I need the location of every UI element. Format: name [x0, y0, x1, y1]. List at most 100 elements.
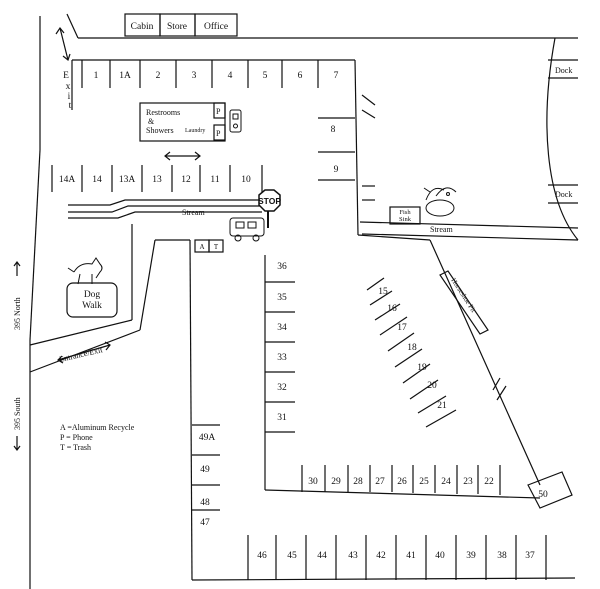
site-6: 6 [298, 71, 303, 81]
site-39: 39 [466, 551, 476, 561]
site-14: 14 [92, 175, 102, 185]
site-21: 21 [437, 401, 447, 411]
stream-left [68, 199, 262, 219]
site-20: 20 [427, 381, 437, 391]
stop-label: STOP [258, 196, 281, 206]
stop-sign-icon: STOP [258, 189, 281, 228]
bottom-row-sites [247, 535, 547, 580]
site-5: 5 [263, 71, 268, 81]
site-25: 25 [419, 477, 429, 487]
dog-walk-label-2: Walk [82, 301, 102, 311]
rv-camper-icon [229, 217, 265, 242]
site-32: 32 [277, 383, 287, 393]
laundry-label: Laundry [185, 128, 205, 134]
road-south-label: 395 South [13, 397, 22, 430]
legend-aluminum: A =Aluminum Recycle [60, 423, 135, 432]
site-42: 42 [376, 551, 386, 561]
site-33: 33 [277, 353, 287, 363]
site-45: 45 [287, 551, 297, 561]
diagonal-sites [366, 277, 457, 428]
site-43: 43 [348, 551, 358, 561]
top-row-sites [81, 60, 319, 88]
site-14a: 14A [59, 175, 76, 185]
dog-icon [67, 257, 103, 285]
site-9: 9 [334, 165, 339, 175]
site-49: 49 [200, 465, 210, 475]
dog-walk-label-1: Dog [84, 290, 101, 300]
bottom-inner-row-sites [301, 465, 501, 495]
site-38: 38 [497, 551, 507, 561]
fish-sink: Fish Sink [389, 206, 421, 225]
entrance-exit-label: Entrance/Exit [58, 345, 104, 364]
site-35: 35 [277, 293, 287, 303]
site-1a: 1A [119, 71, 131, 81]
site-12: 12 [181, 175, 191, 185]
site-2: 2 [156, 71, 161, 81]
site-48: 48 [200, 498, 210, 508]
site-37: 37 [525, 551, 535, 561]
site-36: 36 [277, 262, 287, 272]
right-upper-sites [318, 94, 376, 201]
phone-p-1: P [216, 107, 221, 116]
site-49a: 49A [199, 433, 216, 443]
site-3: 3 [192, 71, 197, 81]
legend: A =Aluminum Recycle P = Phone T = Trash [60, 423, 135, 452]
site-41: 41 [406, 551, 416, 561]
exit-letter-x: x [66, 82, 71, 92]
site-19: 19 [417, 363, 427, 373]
restroom-building: Restrooms & Showers Laundry P P [139, 102, 226, 142]
fish-sink-label-1: Fish [399, 209, 411, 216]
site-50-box [527, 471, 573, 509]
site-50: 50 [538, 490, 548, 500]
cabin-label: Cabin [131, 22, 154, 32]
north-arrow-icon [13, 261, 21, 276]
site-44: 44 [317, 551, 327, 561]
dock-upper-label: Dock [555, 66, 572, 75]
t-box-label: T [214, 243, 219, 251]
site-46: 46 [257, 551, 267, 561]
road-north-label: 395 North [13, 297, 22, 330]
office-label: Office [204, 21, 228, 32]
road-outlines [29, 13, 579, 589]
south-arrow-icon [13, 436, 21, 451]
fish-basket-icon [423, 187, 457, 217]
site-4: 4 [228, 71, 233, 81]
site-30: 30 [308, 477, 318, 487]
entrance-exit-arrow-icon [57, 341, 111, 364]
site-28: 28 [353, 477, 363, 487]
site-13a: 13A [119, 175, 136, 185]
exit-letter-e: E [63, 71, 69, 81]
buildings: Cabin Store Office [124, 13, 238, 37]
site-17: 17 [397, 323, 407, 333]
fish-sink-label-2: Sink [399, 216, 412, 223]
restrooms-line3: Showers [146, 126, 174, 135]
site-16: 16 [387, 304, 397, 314]
site-22: 22 [484, 477, 494, 487]
mid-row-sites [51, 165, 263, 192]
legend-trash: T = Trash [60, 443, 91, 452]
site-15: 15 [378, 287, 388, 297]
dog-walk-area: Dog Walk [66, 282, 118, 318]
west-column-sites [192, 424, 220, 511]
left-column-sites [265, 281, 295, 433]
site-26: 26 [397, 477, 407, 487]
double-arrow-icon [164, 151, 201, 161]
site-7: 7 [334, 71, 339, 81]
site-31: 31 [277, 413, 287, 423]
site-34: 34 [277, 323, 287, 333]
store-label: Store [167, 22, 187, 32]
phone-icon [229, 109, 242, 133]
site-10: 10 [241, 175, 251, 185]
site-1: 1 [94, 71, 99, 81]
site-40: 40 [435, 551, 445, 561]
restrooms-line2: & [148, 117, 155, 126]
exit-letter-i: i [68, 92, 71, 102]
site-13: 13 [152, 175, 162, 185]
restrooms-line1: Restrooms [146, 108, 180, 117]
site-18: 18 [407, 343, 417, 353]
legend-phone: P = Phone [60, 433, 93, 442]
site-29: 29 [331, 477, 341, 487]
stream-right-label: Stream [430, 225, 453, 234]
site-23: 23 [463, 477, 473, 487]
